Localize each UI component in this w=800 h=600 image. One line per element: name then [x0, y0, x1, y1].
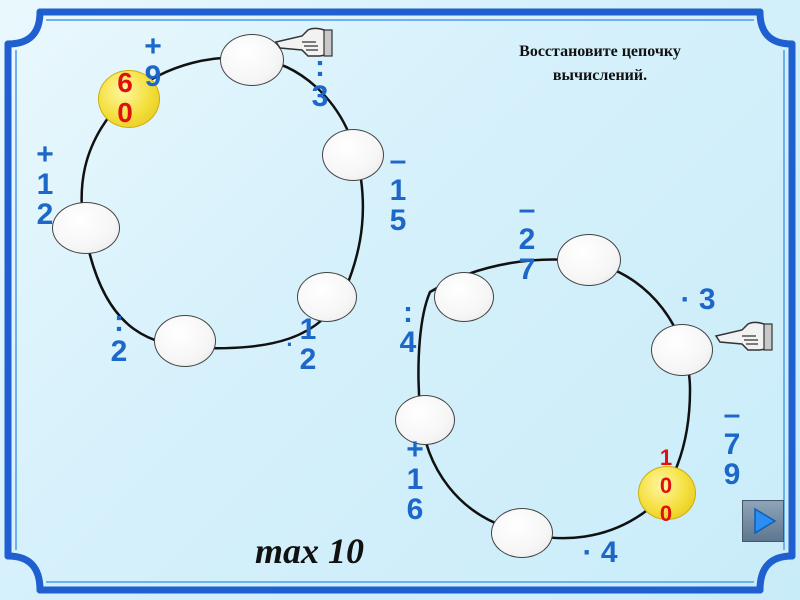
op-sign: :: [104, 307, 134, 337]
pointing-hand-icon: [712, 318, 774, 354]
op-digit: 1: [30, 170, 60, 200]
chain2-op-minus-27: – 2 7: [512, 195, 542, 285]
chain1-start-value: 6 0: [110, 68, 140, 128]
chain2-op-plus-16: + 1 6: [400, 435, 430, 525]
op-digit: 2: [30, 200, 60, 230]
pointing-hand-icon: [272, 24, 334, 60]
op-digit: 9: [717, 460, 747, 490]
chain2-answer-box-2[interactable]: [651, 324, 713, 376]
chain1-start-digit-1: 6: [110, 68, 140, 98]
chain1-op-plus-9: + 9: [138, 32, 168, 92]
op-digit: 7: [512, 255, 542, 285]
next-slide-button[interactable]: [742, 500, 784, 542]
op-digit: 2: [512, 225, 542, 255]
op-digit: 1: [400, 465, 430, 495]
chain1-op-div-3: : 3: [305, 52, 335, 112]
chain2-answer-box-3[interactable]: [491, 508, 553, 558]
chain1-op-plus-12: + 1 2: [30, 140, 60, 230]
op-sign: +: [138, 32, 168, 62]
chain2-start-digit-3: 0: [651, 500, 681, 528]
chain1-op-minus-15: – 1 5: [383, 146, 413, 236]
chain2-op-mul-3: · 3: [668, 285, 728, 315]
op-digit: 4: [393, 328, 423, 358]
op-digit: 1: [383, 176, 413, 206]
op-sign: +: [400, 435, 430, 465]
chain2-op-mul-4: · 4: [570, 538, 630, 568]
chain2-op-div-4: : 4: [393, 298, 423, 358]
chain2-op-minus-79: – 7 9: [717, 400, 747, 490]
op-digit: 7: [717, 430, 747, 460]
chain1-answer-box-4[interactable]: [154, 315, 216, 367]
op-digit: 3: [305, 82, 335, 112]
chain2-start-digit-1: 1: [651, 444, 681, 472]
next-arrow-icon: [743, 501, 783, 541]
chain2-answer-box-1[interactable]: [557, 234, 621, 286]
chain1-op-div-2: : 2: [104, 307, 134, 367]
chain2-answer-box-5[interactable]: [434, 272, 494, 322]
op-digit: 3: [699, 283, 716, 316]
op-sign: –: [512, 195, 542, 225]
chain1-answer-box-2[interactable]: [322, 129, 384, 181]
op-digit: 6: [400, 495, 430, 525]
op-digit: 2: [104, 337, 134, 367]
op-sign: ·: [275, 330, 305, 360]
chain1-answer-box-5[interactable]: [52, 202, 120, 254]
op-digit: 9: [138, 62, 168, 92]
op-sign: +: [30, 140, 60, 170]
chain1-op-mul-dot: ·: [275, 330, 305, 360]
op-sign: –: [717, 400, 747, 430]
op-sign: –: [383, 146, 413, 176]
op-sign: ·: [582, 536, 592, 569]
op-digit: 4: [601, 536, 618, 569]
op-sign: ·: [680, 283, 690, 316]
max-label: max 10: [255, 530, 364, 572]
op-digit: 5: [383, 206, 413, 236]
chain2-start-value: 1 0 0: [651, 444, 681, 528]
chain2-start-digit-2: 0: [651, 472, 681, 500]
op-sign: :: [393, 298, 423, 328]
chain1-start-digit-2: 0: [110, 98, 140, 128]
